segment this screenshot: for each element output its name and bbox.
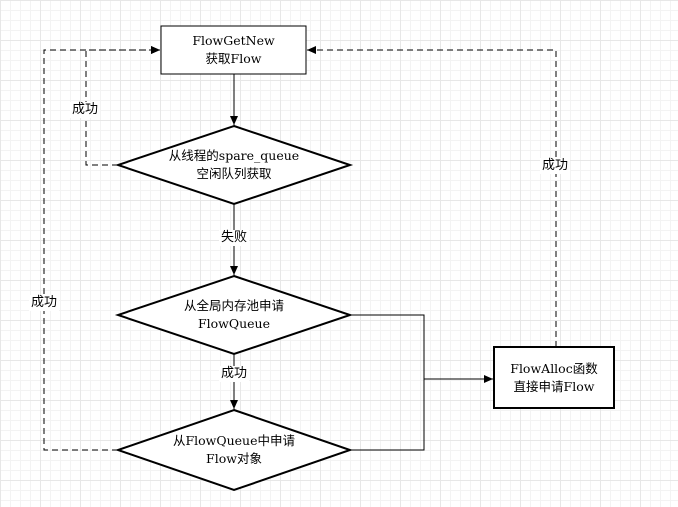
- edge-label-pool-success: 成功: [219, 366, 250, 382]
- flowalloc-box: [493, 346, 615, 409]
- edge-label-spare-success: 成功: [70, 102, 101, 118]
- flowqueue-alloc-decision: [114, 408, 354, 492]
- edge-label-spare-fail: 失败: [219, 230, 250, 246]
- edge-label-flowalloc-success: 成功: [540, 158, 571, 174]
- edge-flowalloc-success-loop: [307, 46, 557, 347]
- global-pool-decision: [114, 274, 354, 356]
- spare-queue-decision: [114, 124, 354, 206]
- edge-flowqueue-success-loop: [43, 46, 160, 451]
- edge-flowqueue-right: [350, 379, 425, 451]
- flowgetnew-box: [160, 25, 307, 75]
- edge-label-flowqueue-success: 成功: [29, 295, 60, 311]
- edge-pool-right: [350, 314, 425, 379]
